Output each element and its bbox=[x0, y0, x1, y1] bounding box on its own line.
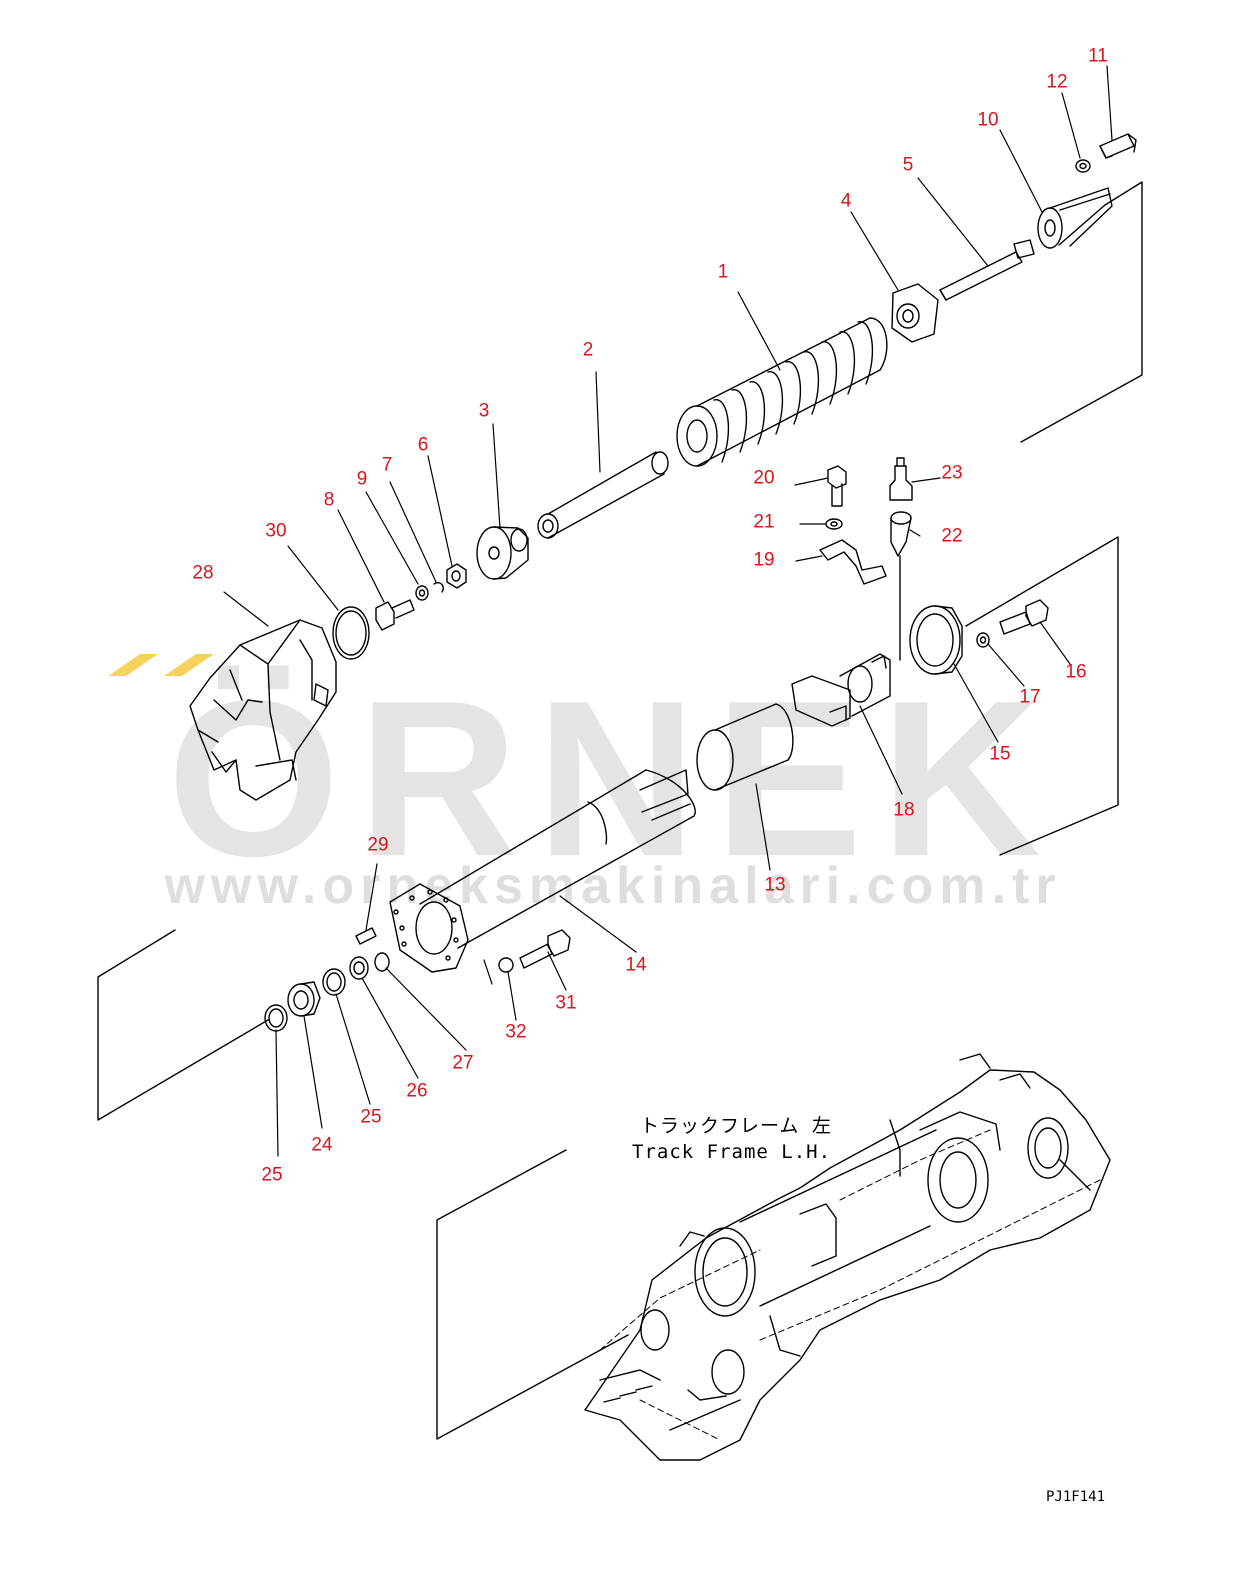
callout-7: 7 bbox=[381, 454, 393, 476]
part-11-bolt bbox=[1099, 133, 1137, 159]
part-31-bolt bbox=[519, 929, 571, 969]
frame-bracket-lines bbox=[436, 1149, 629, 1440]
callout-31: 31 bbox=[555, 992, 577, 1014]
callout-15: 15 bbox=[989, 743, 1011, 765]
track-frame-assembly bbox=[584, 1053, 1111, 1461]
part-10-flange bbox=[1037, 187, 1113, 249]
part-28-yoke bbox=[189, 619, 337, 801]
watermark-url: www.orneksmakinalari.com.tr bbox=[164, 857, 1062, 915]
callout-25-upper: 25 bbox=[360, 1106, 382, 1128]
callout-16: 16 bbox=[1065, 661, 1087, 683]
part-25-ring-lower bbox=[264, 1004, 288, 1032]
lower-left-bracket-lines bbox=[97, 929, 269, 1121]
middle-bracket-lines bbox=[965, 536, 1119, 856]
part-9-washer bbox=[415, 585, 429, 601]
part-29-pin bbox=[355, 927, 377, 945]
part-14-cylinder bbox=[419, 769, 696, 949]
part-16-bolt bbox=[999, 599, 1049, 635]
callout-23: 23 bbox=[941, 462, 963, 484]
callout-24: 24 bbox=[311, 1134, 333, 1156]
callout-5: 5 bbox=[902, 154, 914, 176]
watermark-accent bbox=[108, 654, 214, 676]
part-17-washer bbox=[976, 632, 990, 648]
callout-21: 21 bbox=[753, 511, 775, 533]
callout-11: 11 bbox=[1088, 45, 1108, 67]
callout-20: 20 bbox=[753, 467, 775, 489]
part-14-flange bbox=[389, 883, 469, 973]
part-25-ring-upper bbox=[322, 968, 346, 996]
callout-19: 19 bbox=[753, 549, 775, 571]
part-19-bracket bbox=[819, 539, 887, 585]
callout-4: 4 bbox=[840, 190, 852, 212]
part-4-block bbox=[891, 283, 939, 343]
part-24-seal bbox=[287, 981, 321, 1017]
callout-30: 30 bbox=[265, 520, 287, 542]
callout-14: 14 bbox=[625, 954, 647, 976]
part-2-tube bbox=[537, 451, 669, 539]
callout-22: 22 bbox=[941, 525, 963, 547]
callout-27: 27 bbox=[452, 1052, 474, 1074]
callout-2: 2 bbox=[582, 339, 594, 361]
track-frame-hidden-lines bbox=[599, 1129, 1101, 1441]
frame-label-english: Track Frame L.H. bbox=[632, 1141, 832, 1163]
part-23-fitting bbox=[889, 457, 913, 501]
part-22-fitting bbox=[890, 511, 912, 557]
callout-26: 26 bbox=[406, 1080, 428, 1102]
part-8-bolt bbox=[375, 599, 415, 631]
callout-32: 32 bbox=[505, 1021, 527, 1043]
part-5-rod bbox=[939, 239, 1035, 301]
part-27-ring bbox=[374, 952, 390, 972]
drawing-code: PJ1F141 bbox=[1046, 1489, 1106, 1505]
part-20-bolt bbox=[827, 465, 847, 507]
part-12-washer bbox=[1075, 159, 1091, 173]
callout-1: 1 bbox=[717, 261, 729, 283]
part-1-spring bbox=[676, 317, 888, 467]
part-32-washer bbox=[498, 957, 514, 973]
part-30-oring bbox=[332, 606, 370, 660]
part-26-nut bbox=[349, 956, 369, 980]
callout-25-lower: 25 bbox=[261, 1164, 283, 1186]
callout-3: 3 bbox=[478, 400, 490, 422]
callout-12: 12 bbox=[1046, 71, 1068, 93]
part-13-sleeve bbox=[696, 703, 794, 791]
part-6-nut bbox=[446, 563, 467, 589]
callout-9: 9 bbox=[356, 468, 368, 490]
callout-17: 17 bbox=[1019, 686, 1041, 708]
callout-18: 18 bbox=[893, 799, 915, 821]
part-18-valve bbox=[791, 653, 891, 727]
callout-29: 29 bbox=[367, 834, 389, 856]
callout-10: 10 bbox=[977, 109, 999, 131]
callout-8: 8 bbox=[323, 489, 335, 511]
part-21-washer bbox=[825, 518, 843, 530]
frame-label-japanese: トラックフレーム 左 bbox=[640, 1115, 832, 1137]
leader-lines bbox=[223, 65, 1113, 1157]
callout-28: 28 bbox=[192, 562, 214, 584]
upper-bracket-lines bbox=[1020, 181, 1143, 443]
part-7-clip bbox=[433, 582, 444, 593]
part-15-cover bbox=[909, 605, 963, 675]
part-3-piston bbox=[476, 526, 529, 580]
callout-6: 6 bbox=[417, 434, 429, 456]
callout-13: 13 bbox=[764, 874, 786, 896]
